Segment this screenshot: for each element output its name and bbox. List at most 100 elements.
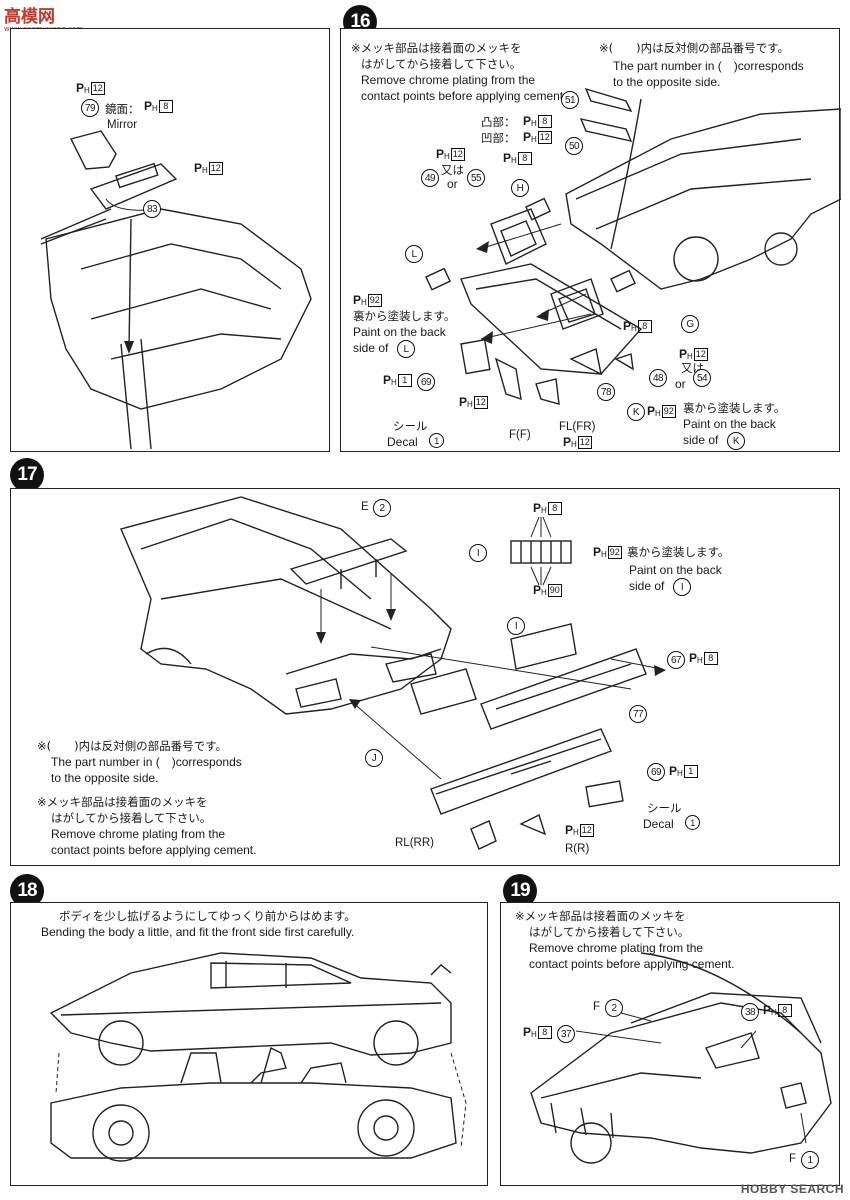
letter-i: I xyxy=(469,544,487,562)
part-fl: FL(FR) xyxy=(559,421,596,433)
step17-decal-jp: シール xyxy=(647,801,682,815)
step17-decal-en: Decal xyxy=(643,817,674,831)
panel-step-19: ※メッキ部品は接着面のメッキを はがしてから接着して下さい。 Remove ch… xyxy=(500,902,840,1186)
arrow-icon xyxy=(654,665,666,676)
part-r: R(R) xyxy=(565,843,590,855)
or-en-49: or xyxy=(447,177,458,191)
part-77: 77 xyxy=(629,705,647,723)
part-f: F(F) xyxy=(509,429,531,441)
or-jp-49: 又は xyxy=(441,163,464,177)
part-e-label: E xyxy=(361,501,369,513)
step18-note-jp: ボディを少し拡げるようにしてゆっくり前からはめます。 xyxy=(59,909,356,923)
step18-illustration xyxy=(49,952,467,1162)
step16-chrome-jp-1: ※メッキ部品は接着面のメッキを xyxy=(351,41,522,55)
part-78: 78 xyxy=(597,383,615,401)
letter-i-small: I xyxy=(507,617,525,635)
step16-part-jp: ※( )内は反対側の部品番号です。 xyxy=(599,41,789,55)
part-f2: 2 xyxy=(605,999,623,1017)
part-50: 50 xyxy=(565,137,583,155)
part-f1-label: F xyxy=(789,1153,797,1165)
step17-illustration xyxy=(120,496,666,850)
mirror-illustration xyxy=(40,130,312,450)
step17-part-jp: ※( )内は反対側の部品番号です。 xyxy=(37,739,227,753)
part-51: 51 xyxy=(561,91,579,109)
arrow-icon xyxy=(124,341,134,354)
step17-chrome-jp-1: ※メッキ部品は接着面のメッキを xyxy=(37,795,208,809)
site-logo-text: 高模网 xyxy=(4,7,55,27)
panel-step-16: ※メッキ部品は接着面のメッキを はがしてから接着して下さい。 Remove ch… xyxy=(340,28,841,452)
step18-note-en: Bending the body a little, and fit the f… xyxy=(41,925,355,939)
step17-part-en-1: The part number in ( )corresponds xyxy=(51,755,242,769)
part-48: 48 xyxy=(649,369,667,387)
part-67: 67 xyxy=(667,651,685,669)
part-69-17: 69 xyxy=(647,763,665,781)
step16-paint-back-en-k-1: Paint on the back xyxy=(683,417,776,431)
step16-chrome-en-2: contact points before applying cement. xyxy=(361,89,567,103)
letter-i-ref: I xyxy=(673,578,691,596)
part-f1: 1 xyxy=(801,1151,819,1169)
step19-chrome-en-2: contact points before applying cement. xyxy=(529,957,735,971)
part-49: 49 xyxy=(421,169,439,187)
step19-illustration xyxy=(530,952,832,1164)
step16-illustration xyxy=(425,87,841,405)
letter-g: G xyxy=(681,315,699,333)
letter-k-ref: K xyxy=(727,432,745,450)
step16-decal-en: Decal xyxy=(387,435,418,449)
part-83: 83 xyxy=(143,200,161,218)
step17-paint-back-jp: 裏から塗装します。 xyxy=(627,545,730,559)
step-number-17: 17 xyxy=(10,458,44,492)
part-69: 69 xyxy=(417,373,435,391)
step16-paint-back-jp-l: 裏から塗装します。 xyxy=(353,309,456,323)
part-e-2: 2 xyxy=(373,499,391,517)
step16-paint-back-en-l-2: side of xyxy=(353,341,389,355)
part-37: 37 xyxy=(557,1025,575,1043)
part-38: 38 xyxy=(741,1003,759,1021)
letter-k: K xyxy=(627,403,645,421)
step17-chrome-en-2: contact points before applying cement. xyxy=(51,843,257,857)
letter-h: H xyxy=(511,179,529,197)
step-number-18: 18 xyxy=(10,874,44,908)
letter-l: L xyxy=(405,245,423,263)
step16-part-en-1: The part number in ( )corresponds xyxy=(613,59,804,73)
step17-chrome-en-1: Remove chrome plating from the xyxy=(51,827,226,841)
arrow-icon xyxy=(316,632,326,644)
hobby-search-watermark: HOBBY SEARCH xyxy=(740,1182,844,1196)
convex-label: 凸部： xyxy=(481,115,516,129)
arrow-icon xyxy=(476,241,489,253)
decal-1: 1 xyxy=(429,433,444,448)
step16-paint-back-jp-k: 裏から塗装します。 xyxy=(683,401,786,415)
step16-chrome-en-1: Remove chrome plating from the xyxy=(361,73,536,87)
or-en-48: or xyxy=(675,377,686,391)
step16-chrome-jp-2: はがしてから接着して下さい。 xyxy=(361,57,522,71)
concave-label: 凹部： xyxy=(481,131,516,145)
step16-part-en-2: to the opposite side. xyxy=(613,75,721,89)
step16-paint-back-en-l-1: Paint on the back xyxy=(353,325,446,339)
letter-l-ref: L xyxy=(397,340,415,358)
mirror-jp-label: 鏡面： xyxy=(105,104,140,116)
step16-paint-back-en-k-2: side of xyxy=(683,433,719,447)
letter-j: J xyxy=(365,749,383,767)
part-79: 79 xyxy=(81,99,99,117)
step17-paint-back-en-1: Paint on the back xyxy=(629,563,722,577)
mirror-en-label: Mirror xyxy=(107,119,138,131)
